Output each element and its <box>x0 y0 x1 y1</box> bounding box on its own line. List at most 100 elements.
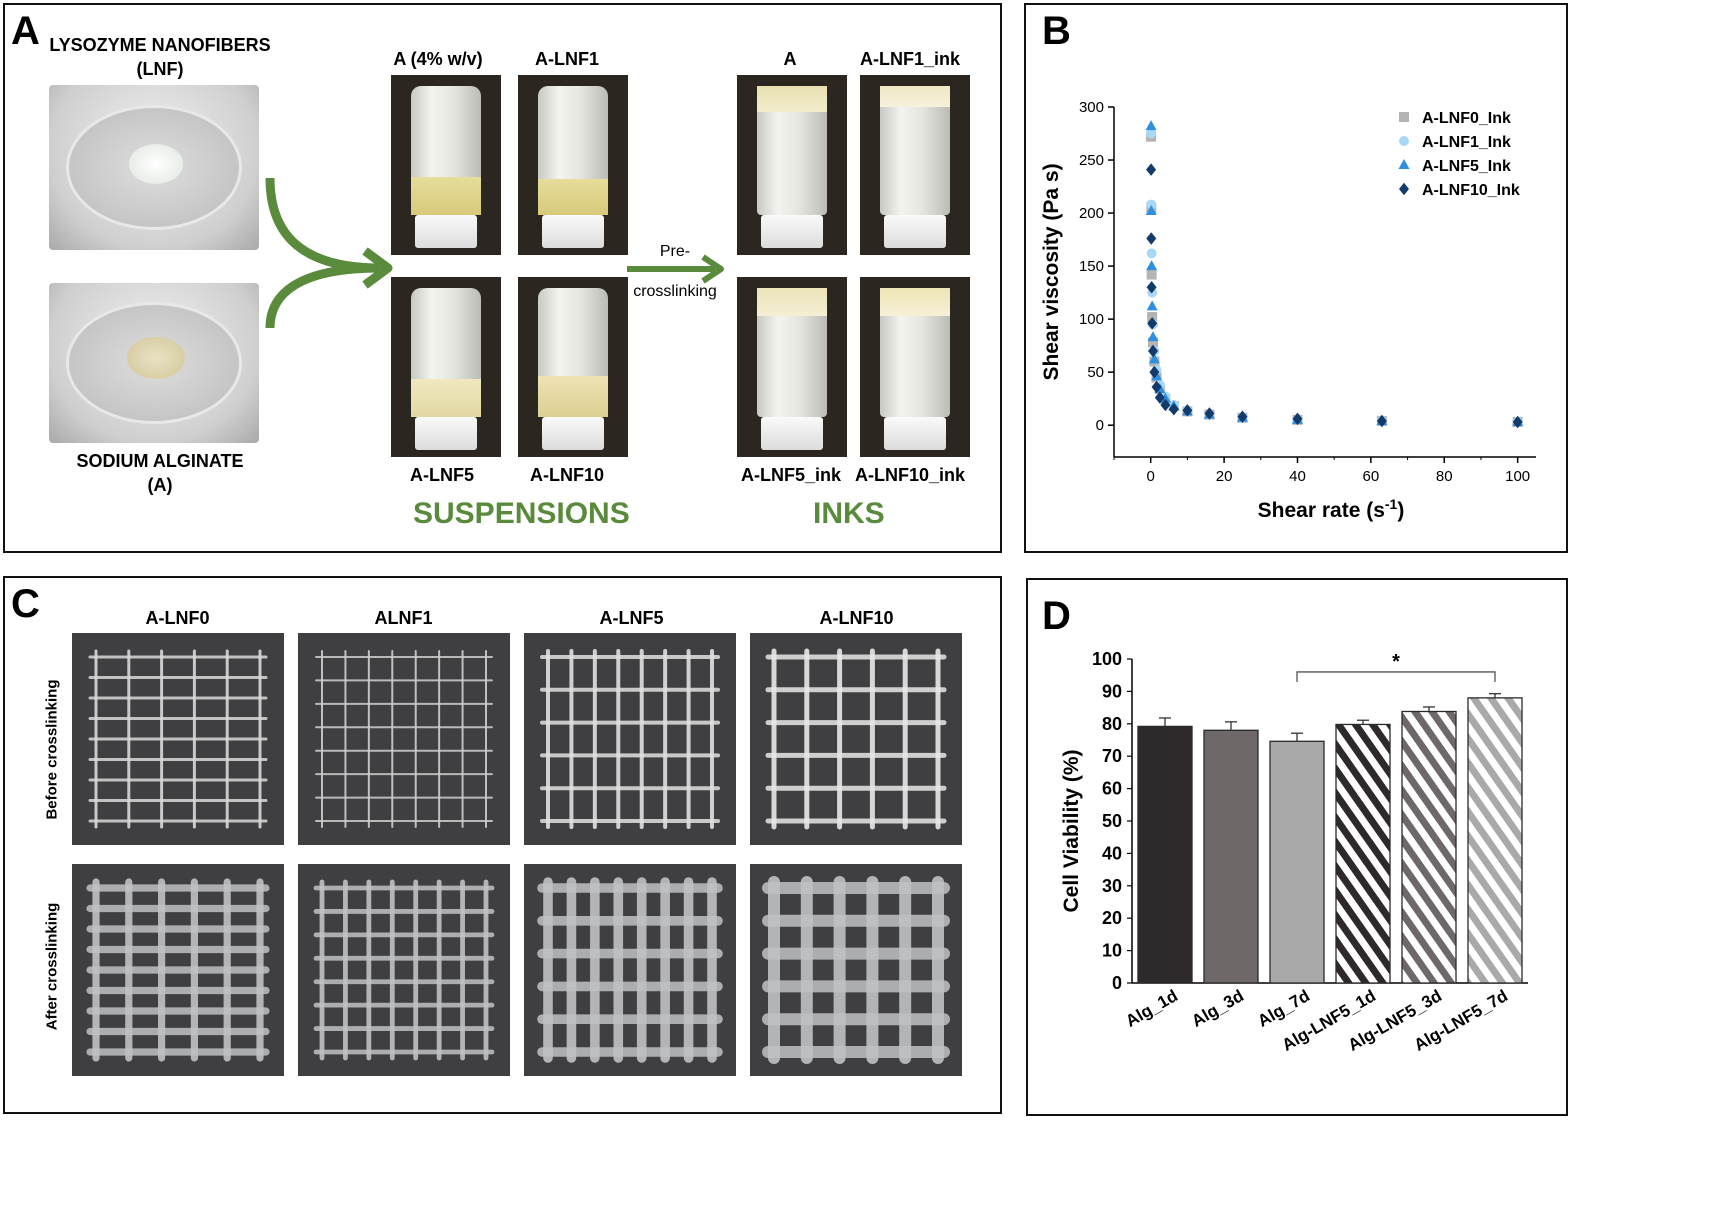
data-point <box>1168 403 1179 416</box>
lnf-title: LYSOZYME NANOFIBERS <box>49 35 271 55</box>
data-point <box>1146 269 1157 280</box>
vial-ink-lnf5 <box>737 277 847 457</box>
data-point <box>1147 312 1158 322</box>
vial-a-lnf5 <box>391 277 501 457</box>
bar <box>1269 740 1325 984</box>
legend-label: A-LNF0_Ink <box>1422 110 1511 127</box>
lnf-abbr: (LNF) <box>136 59 184 79</box>
panel-c-label: C <box>11 582 40 626</box>
scaffold-grid <box>86 878 270 1062</box>
scaffold-image <box>524 864 736 1076</box>
y-tick-label: 100 <box>1092 649 1122 669</box>
y-tick-label: 70 <box>1102 746 1122 766</box>
y-tick-label: 50 <box>1087 364 1104 381</box>
ink-label-lnf10: A-LNF10_ink <box>854 465 966 485</box>
ink-label-lnf5: A-LNF5_ink <box>740 465 841 485</box>
data-point <box>1151 380 1162 394</box>
data-point <box>1292 412 1303 426</box>
scaffold-image <box>72 864 284 1076</box>
suspension-label-a: A (4% w/v) <box>393 49 483 69</box>
y-tick-label: 80 <box>1102 714 1122 734</box>
data-point <box>1146 260 1158 271</box>
bar <box>1137 725 1193 984</box>
x-tick-label: Alg_1d <box>1122 986 1181 1031</box>
data-point <box>1146 128 1157 139</box>
x-tick-label: 100 <box>1505 468 1530 485</box>
x-tick-label: Alg_3d <box>1188 986 1247 1031</box>
scaffold-grid <box>540 649 720 829</box>
pre-label: Pre- <box>659 243 691 260</box>
data-point <box>1148 337 1159 348</box>
bar <box>1401 710 1457 984</box>
scaffold-image <box>524 633 736 845</box>
x-tick-label: 20 <box>1216 468 1233 485</box>
pre-crosslinking-arrow-icon <box>627 254 724 284</box>
col-label-alnf1: ALNF1 <box>374 608 433 628</box>
alginate-title: SODIUM ALGINATE <box>76 451 244 471</box>
data-point <box>1204 407 1215 420</box>
crosslinking-label: crosslinking <box>633 283 717 300</box>
ink-label-lnf1: A-LNF1_ink <box>859 49 960 69</box>
vial-a <box>391 75 501 255</box>
y-axis-label: Cell Viability (%) <box>1060 750 1083 913</box>
data-point <box>1145 204 1157 215</box>
legend-label: A-LNF10_Ink <box>1422 182 1520 199</box>
row-label-after: After crosslinking <box>43 902 61 1031</box>
data-point <box>1182 404 1193 417</box>
scaffold-grid <box>315 650 493 828</box>
panel-c: C A-LNF0 ALNF1 A-LNF5 A-LNF10 Before cro… <box>3 576 1002 1114</box>
legend-marker <box>1399 136 1409 146</box>
scaffold-grid <box>313 879 495 1061</box>
y-axis-label: Shear viscosity (Pa s) <box>1040 163 1063 380</box>
data-point <box>1146 248 1157 259</box>
ink-label-a: A <box>783 49 797 69</box>
scaffold-grid <box>88 649 268 829</box>
col-label-a-lnf5: A-LNF5 <box>599 608 664 628</box>
col-label-a-lnf10: A-LNF10 <box>819 608 894 628</box>
vial-ink-lnf1 <box>860 75 970 255</box>
panel-b-label: B <box>1042 9 1071 53</box>
data-point <box>1160 398 1171 412</box>
significance-label: * <box>1392 651 1400 673</box>
y-tick-label: 50 <box>1102 811 1122 831</box>
y-tick-label: 300 <box>1079 99 1104 116</box>
alginate-dish-photo <box>49 283 259 443</box>
bar <box>1467 697 1523 984</box>
scaffold-grid <box>765 648 947 830</box>
lnf-dish-photo <box>49 85 259 250</box>
y-tick-label: 60 <box>1102 779 1122 799</box>
col-label-a-lnf0: A-LNF0 <box>145 608 210 628</box>
legend-marker <box>1398 159 1410 169</box>
data-point <box>1149 365 1160 379</box>
row-label-before: Before crosslinking <box>43 679 61 820</box>
suspension-label-lnf5: A-LNF5 <box>410 465 474 485</box>
data-point <box>1145 120 1157 131</box>
panel-a-label: A <box>11 9 40 53</box>
x-tick-label: 80 <box>1436 468 1453 485</box>
vial-ink-lnf10 <box>860 277 970 457</box>
vial-a-lnf1 <box>518 75 628 255</box>
data-point <box>1146 300 1158 311</box>
vial-a-lnf10 <box>518 277 628 457</box>
x-axis-label: Shear rate (s-1) <box>1258 496 1405 522</box>
suspension-label-lnf1: A-LNF1 <box>535 49 599 69</box>
data-point <box>1147 331 1159 342</box>
bar <box>1203 729 1259 984</box>
legend-label: A-LNF5_Ink <box>1422 158 1511 175</box>
scaffold-grid <box>537 877 723 1063</box>
y-tick-label: 150 <box>1079 258 1104 275</box>
panel-d-label: D <box>1042 594 1071 638</box>
data-point <box>1147 317 1158 330</box>
legend-label: A-LNF1_Ink <box>1422 134 1511 151</box>
y-tick-label: 250 <box>1079 152 1104 169</box>
significance-bracket <box>1296 671 1496 682</box>
vial-ink-a <box>737 75 847 255</box>
scaffold-image <box>750 633 962 845</box>
y-tick-label: 90 <box>1102 681 1122 701</box>
data-point <box>1148 353 1160 364</box>
data-point <box>1146 163 1157 176</box>
data-point <box>1146 281 1157 294</box>
